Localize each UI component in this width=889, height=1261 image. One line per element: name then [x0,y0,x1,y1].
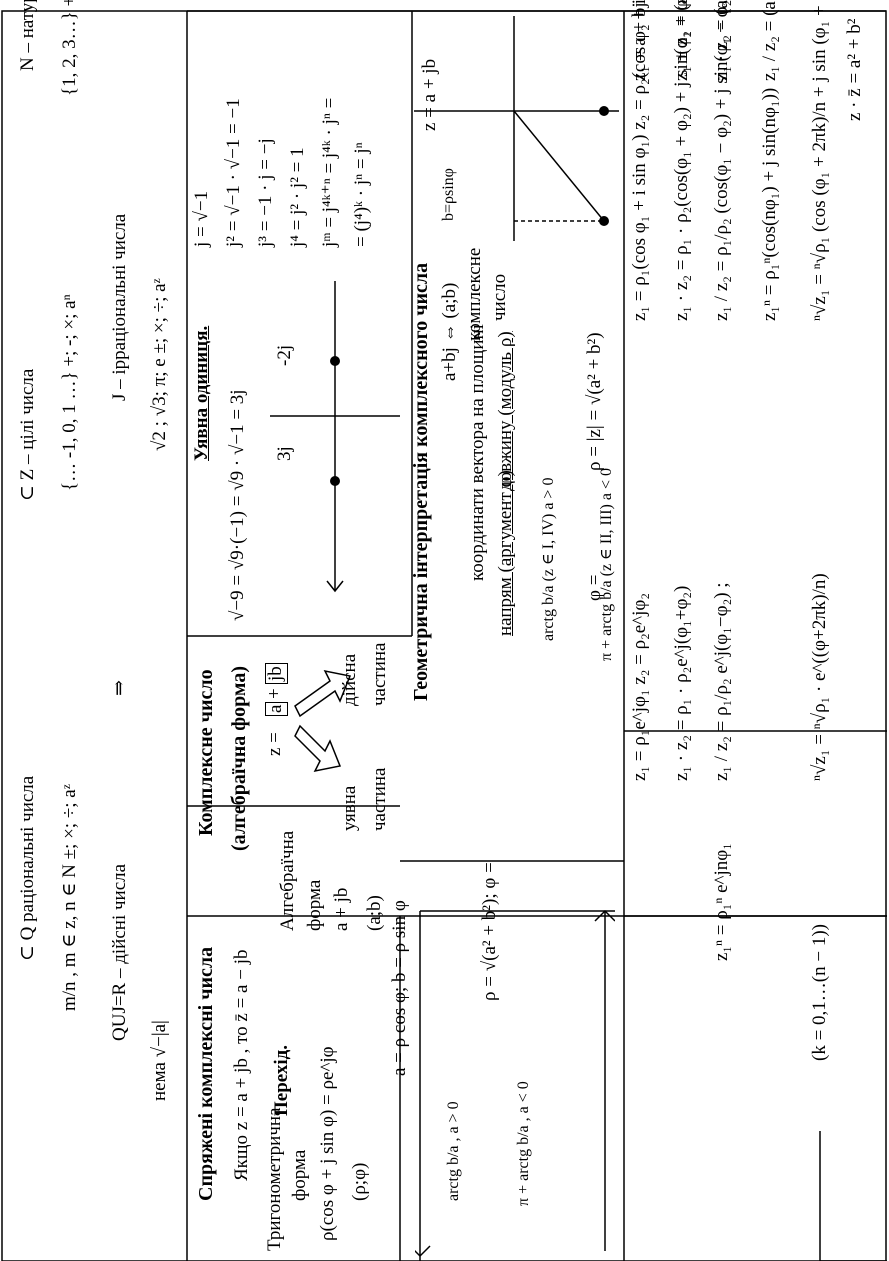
vector-diagram [414,16,619,241]
alg-form-pair: (a;b) [364,895,385,931]
powers-line-2: j² = √−1 · √−1 = −1 [223,98,244,247]
real-part-arrow [294,669,352,718]
transition-arrowhead-bottom [594,909,615,922]
real-part-label: дійсна [339,653,360,706]
trig-pow: z₁ⁿ = ρ₁ⁿ(cos(nφ₁) + j sin(nφ₁)) [759,87,780,321]
real-part-label-2: частина [369,642,390,707]
geometric-number: число [489,273,510,321]
trig-root: ⁿ√z₁ = ⁿ√ρ₁ (cos (φ₁ + 2πk)/n + j sin (φ… [809,0,830,321]
alg-form-label: Алгебраїчна [277,830,298,931]
trig-form-label-2: форма [289,1149,310,1201]
exp-pow: z₁ⁿ = ρ₁ⁿ e^jnφ₁ [711,843,732,961]
geometric-direction: напрям (аргумент φ) [495,470,516,636]
exp-root: ⁿ√z₁ = ⁿ√ρ₁ · e^((φ+2πk)/n) [809,573,830,781]
exp-prod: z₁ · z₂ = ρ₁ · ρ₂e^j(φ₁+φ₂) [671,585,692,781]
complex-part-arrows [294,669,352,773]
irrational-numbers-expr: √2 ; √3; π; e ±; ×; ÷; aᶻ [149,278,170,451]
trig-div: z₁ / z₂ = ρ₁/ρ₂ (cos(φ₁ − φ₂) + j sin(φ₁… [711,0,732,321]
imag-point-3j [330,476,340,486]
exp-div: z₁ / z₂ = ρ₁/ρ₂ e^j(φ₁−φ₂) ; [711,582,732,781]
implies-sign: ⇒ [109,680,130,696]
imag-axis-diagram [270,281,400,593]
integer-numbers-expr: {… -1, 0, 1 …} +; -; ×; aⁿ [59,294,80,491]
transition-arrows [415,909,615,1261]
real-numbers-title: QUJ=R – дійсні числа [109,863,130,1041]
alg-div: z₁ / z₂ = (a + jb)/(c + jd) = (a + jb)/(… [759,0,781,81]
no-root-note: нема √−|a| [149,1020,170,1101]
alg-form-expr: a + jb [331,887,352,931]
rational-numbers-title: ⊂ Q раціональні числа [17,775,38,961]
vector-point-bottom [599,106,609,116]
conjugate-title: Спряжені комплексні числа [195,946,217,1201]
geometric-coord: координати вектора на площині [467,324,488,581]
imag-label-3j: 3j [274,446,295,461]
geometric-title: Геометрична інтерпретація комплексного ч… [410,262,432,701]
geometric-rho: ρ = |z| = √(a² + b²) [584,332,605,471]
imag-part-label: уявна [339,785,360,831]
geometric-case-1: arctg b/a (z ∈ I, IV) a > 0 [540,477,557,641]
transition-arrowhead-top [415,1245,431,1258]
conjugate-rule: Якщо z = a + jb , то z̄ = a − jb [231,949,252,1182]
imag-point-minus2j [330,356,340,366]
imag-label-minus2j: -2j [274,344,295,366]
natural-numbers-title: N – натуральні числа [17,0,39,71]
imag-axis-arrow [326,580,344,593]
imag-unit-formula: √−9 = √9·(−1) = √9 · √−1 = 3j [227,389,248,621]
natural-numbers-expr: {1, 2, 3…} +; ×; aⁿ [59,0,80,96]
imag-part-label-2: частина [369,767,390,832]
trig-form-label: Тригонометрична [264,1107,285,1252]
geometric-abj: a+bj ⇔ (a;b) [439,282,460,381]
geometric-length: довжину (модуль ρ) [495,331,516,491]
exp-defs: z₁ = ρ₁e^jφ₁ z₂ = ρ₂e^jφ₂ [629,593,650,781]
alg-conj: z · z̄ = a² + b² [844,18,865,121]
transition-title: Перехід. [271,1045,292,1116]
imag-unit-title: Уявна одиниця. [191,325,212,461]
rational-numbers-expr: m/n , m ∈ z, n ∈ N ±; ×; ÷; aᶻ [59,784,80,1011]
vector-line [513,110,605,222]
complex-title-2: (алгебраїчна форма) [228,665,250,851]
trig-prod: z₁ · z₂ = ρ₁ · ρ₂(cos(φ₁ + φ₂) + j sin(φ… [671,0,692,321]
exp-k-range: (k = 0,1…(n − 1)) [809,924,830,1061]
integer-numbers-title: ⊂ Z – цілі числа [17,368,38,501]
geometric-case-2: π + arctg b/a (z ∈ II, III) a < 0 [598,468,615,661]
complex-title-1: Комплексне число [195,669,217,836]
trig-form-pair: (ρ;φ) [349,1162,370,1201]
a-b-formula: a = ρ cos φ; b = ρ sin φ [389,900,410,1076]
powers-line-1: j = √−1 [191,190,212,247]
irrational-numbers-title: J – ірраціональні числа [109,213,130,401]
complex-plus: + [264,688,285,699]
trig-form-expr: ρ(cos φ + j sin φ) = ρe^jφ [317,1046,338,1241]
vector-point-top [599,216,609,226]
alg-form-label-2: форма [304,879,325,931]
trig-defs: z₁ = ρ₁(cos φ₁ + i sin φ₁) z₂ = ρ₂(cos φ… [629,0,650,321]
imag-part-arrow [294,724,342,773]
complex-z: z = [264,732,285,756]
